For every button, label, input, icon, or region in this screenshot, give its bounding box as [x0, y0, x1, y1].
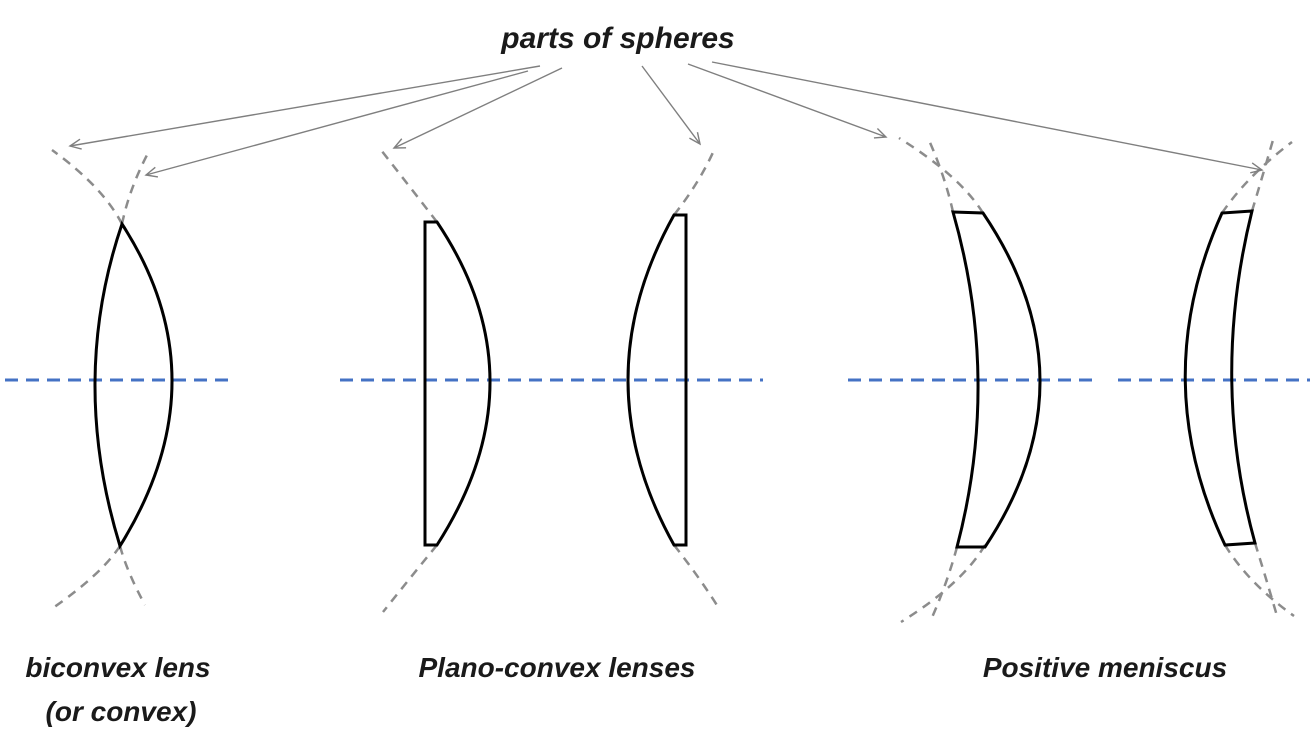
pointer-arrow [641, 65, 702, 146]
pointer-arrow [144, 70, 529, 178]
biconvex-lens-shape [93, 220, 174, 550]
pointer-arrow [68, 65, 541, 150]
positive-meniscus-left-shape [1183, 209, 1257, 547]
sphere-arc [673, 544, 722, 611]
lenses-group [93, 209, 1257, 550]
sphere-arc [926, 137, 955, 213]
biconvex-caption-line1: biconvex lens [25, 652, 210, 683]
sphere-arcs-group [49, 136, 1295, 624]
diagram-title: parts of spheres [500, 22, 734, 55]
sphere-arc [1220, 141, 1293, 214]
sphere-arc [382, 544, 438, 613]
biconvex-caption-line2: (or convex) [46, 696, 197, 727]
sphere-arc [118, 545, 147, 606]
sphere-arc [928, 546, 959, 623]
sphere-arc [51, 148, 124, 225]
pointer-arrows-group [68, 61, 1264, 178]
sphere-arc [120, 154, 149, 225]
sphere-arc [898, 136, 985, 214]
pointer-arrow [392, 67, 563, 149]
plano-convex-flat-right-shape [626, 213, 688, 547]
plano-convex-flat-left-shape [423, 220, 492, 547]
sphere-arc [1250, 139, 1275, 212]
pointer-arrow [687, 63, 888, 139]
positive-meniscus-caption: Positive meniscus [983, 652, 1227, 683]
sphere-arc [1253, 542, 1279, 617]
sphere-arc [49, 545, 122, 612]
sphere-arc [380, 149, 438, 223]
plano-convex-caption: Plano-convex lenses [418, 652, 695, 683]
sphere-arc [900, 544, 987, 624]
positive-meniscus-right-shape [950, 210, 1042, 549]
pointer-arrow [711, 61, 1264, 174]
sphere-arc [673, 147, 717, 216]
labels-group: parts of spheres biconvex lens (or conve… [25, 22, 1227, 727]
sphere-arc [1223, 544, 1295, 618]
